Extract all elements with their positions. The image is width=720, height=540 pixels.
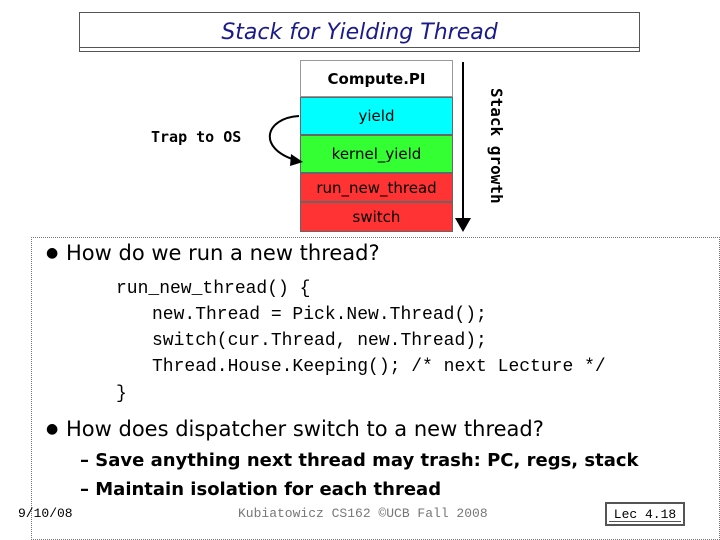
sub-bullet-isolation: – Maintain isolation for each thread bbox=[80, 479, 442, 500]
code-line-4: Thread.House.Keeping(); /* next Lecture … bbox=[152, 357, 606, 377]
sub-bullet-save: – Save anything next thread may trash: P… bbox=[80, 450, 639, 471]
bullet-dot-icon: ● bbox=[46, 421, 59, 437]
stack-growth-label: Stack growth bbox=[487, 88, 506, 204]
trap-curved-arrow-icon bbox=[268, 115, 303, 166]
slide-title: Stack for Yielding Thread bbox=[221, 19, 498, 45]
footer-date: 9/10/08 bbox=[18, 506, 73, 521]
code-line-5: } bbox=[116, 384, 127, 404]
code-line-1: run_new_thread() { bbox=[116, 279, 311, 299]
stack-frame-compute-pi: Compute.PI bbox=[300, 60, 453, 97]
trap-to-os-label: Trap to OS bbox=[151, 128, 242, 146]
bullet-run-new-thread: ● How do we run a new thread? bbox=[46, 241, 380, 265]
code-line-2: new.Thread = Pick.New.Thread(); bbox=[152, 305, 487, 325]
bullet-dispatcher-switch: ● How does dispatcher switch to a new thr… bbox=[46, 417, 544, 441]
footer-lecture-number: Lec 4.18 bbox=[605, 502, 685, 526]
stack-frame-switch: switch bbox=[300, 202, 453, 232]
footer-course: Kubiatowicz CS162 ©UCB Fall 2008 bbox=[238, 506, 488, 521]
stack-growth-arrow-icon bbox=[455, 62, 471, 232]
bullet-dot-icon: ● bbox=[46, 245, 59, 261]
stack-frame-yield: yield bbox=[300, 97, 453, 135]
slide-title-box: Stack for Yielding Thread bbox=[79, 12, 640, 52]
bullet-text: How do we run a new thread? bbox=[66, 241, 380, 265]
bullet-text: How does dispatcher switch to a new thre… bbox=[66, 417, 544, 441]
stack-frame-kernel-yield: kernel_yield bbox=[300, 135, 453, 173]
stack-frame-run-new-thread: run_new_thread bbox=[300, 173, 453, 202]
code-line-3: switch(cur.Thread, new.Thread); bbox=[152, 331, 487, 351]
